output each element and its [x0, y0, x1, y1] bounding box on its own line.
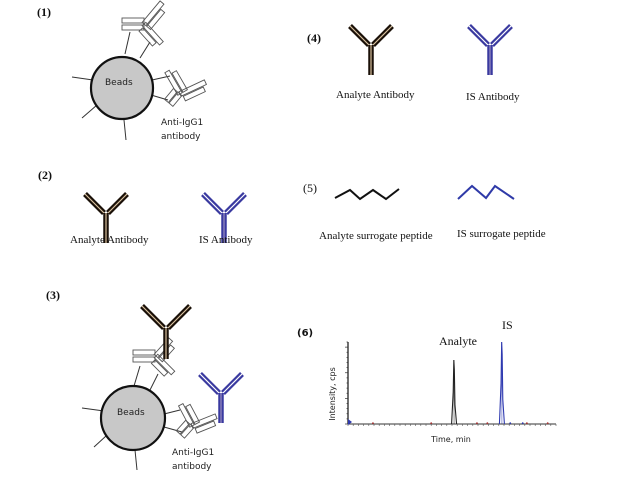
- panel-4-label: (4): [307, 31, 321, 45]
- bead-tethers-3: [81, 365, 183, 471]
- chart-noise-point: [546, 422, 549, 425]
- is-antibody-label-2: IS Antibody: [199, 234, 253, 246]
- chart-noise-point: [486, 422, 489, 425]
- chart-noise-point: [372, 422, 374, 425]
- analyte-peptide-label: Analyte surrogate peptide: [319, 230, 433, 242]
- anti-igg1-label-3-line2: antibody: [172, 462, 212, 472]
- anti-igg1-antibody-1a: [121, 0, 166, 47]
- chromatogram-axes: [345, 341, 557, 426]
- chart-noise-point: [525, 422, 528, 425]
- anti-igg1-label-1-line1: Anti-IgG1: [161, 118, 204, 128]
- analyte-peak-label: Analyte: [439, 334, 477, 348]
- analyte-antibody-label-2: Analyte Antibody: [70, 234, 149, 246]
- anti-igg1-label-1-line2: antibody: [161, 132, 201, 142]
- chart-noise-point: [521, 422, 524, 425]
- chart-xlabel: Time, min: [430, 435, 471, 444]
- anti-igg1-label-3-line1: Anti-IgG1: [172, 448, 215, 458]
- chart-start-marker: [348, 419, 352, 425]
- is-peptide-icon: [457, 184, 515, 200]
- panel-2-label: (2): [38, 168, 52, 182]
- chart-noise-point: [430, 422, 433, 425]
- anti-igg1-antibody-1b: [163, 69, 208, 107]
- bead-3: [99, 384, 167, 452]
- anti-igg1-antibody-3b: [175, 403, 218, 439]
- analyte-peptide-icon: [334, 188, 400, 201]
- anti-igg1-label-1: Anti-IgG1 antibody: [161, 116, 203, 144]
- chart-noise-point: [509, 422, 512, 425]
- chromatogram-series: [372, 341, 549, 425]
- is-antibody-label-4: IS Antibody: [466, 91, 520, 103]
- bead-1: [89, 55, 155, 121]
- chart-noise-point: [476, 422, 478, 425]
- is-peptide-label: IS surrogate peptide: [457, 228, 546, 240]
- analyte-antibody-label-4: Analyte Antibody: [336, 89, 415, 101]
- panel-6-label: (6): [297, 328, 314, 339]
- anti-igg1-label-3: Anti-IgG1 antibody: [172, 446, 214, 474]
- is-peak-label: IS: [502, 318, 513, 332]
- panel-1-label: (1): [37, 5, 51, 19]
- bead-label-1: Beads: [105, 78, 133, 88]
- panel-5-label: (5): [303, 181, 317, 195]
- bead-label-3: Beads: [117, 408, 145, 418]
- chart-ylabel: Intensity, cps: [328, 367, 337, 421]
- panel-3-label: (3): [46, 288, 60, 302]
